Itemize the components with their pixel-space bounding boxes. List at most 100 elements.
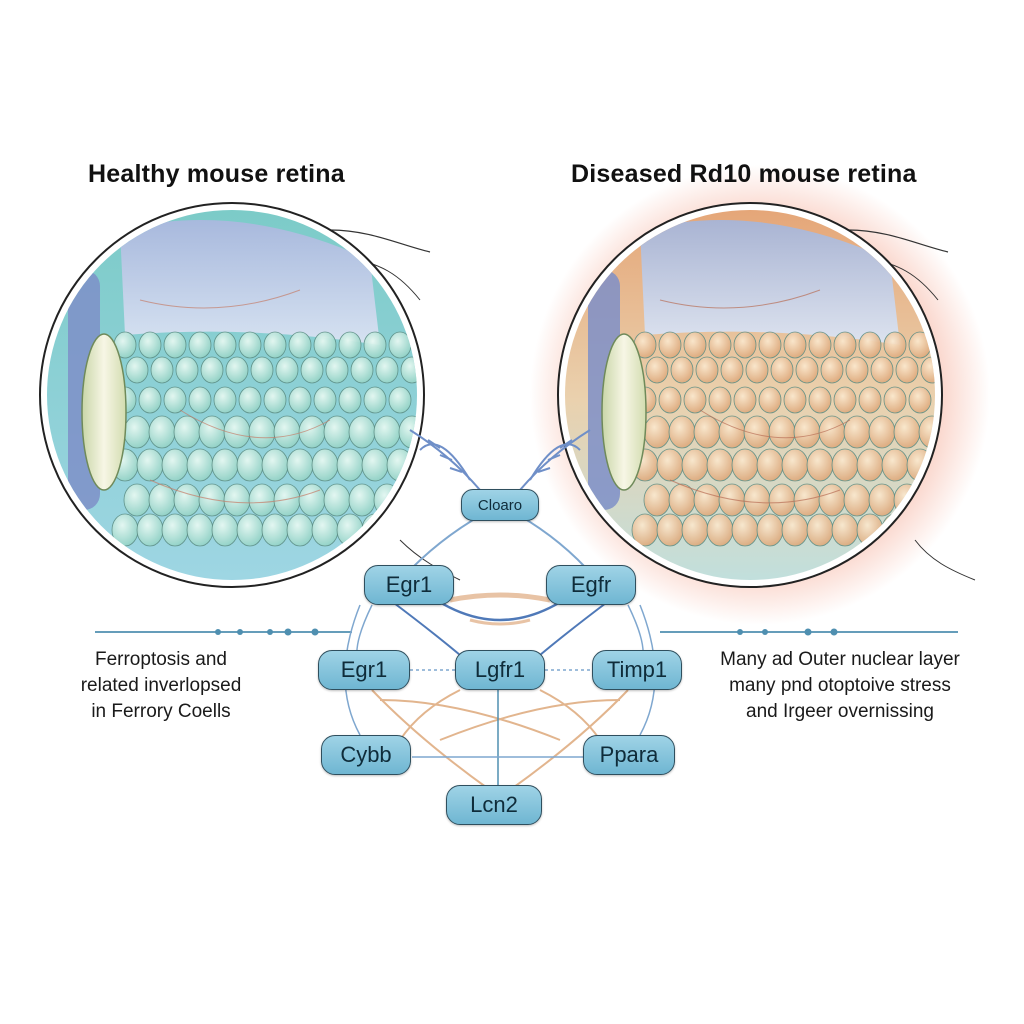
- retina-cell: [173, 483, 201, 517]
- retina-cell: [336, 448, 364, 482]
- retina-cell: [238, 331, 262, 359]
- left-caption-line-1: Ferroptosis and: [94, 649, 227, 670]
- retina-cell: [175, 356, 199, 384]
- retina-cell: [808, 331, 832, 359]
- retina-cell: [831, 513, 859, 547]
- retina-cell: [733, 386, 757, 414]
- retina-cell: [756, 513, 784, 547]
- retina-cell: [173, 415, 201, 449]
- retina-cell: [273, 415, 301, 449]
- retina-cell: [743, 483, 771, 517]
- retina-cell: [300, 356, 324, 384]
- healthy-retina: [39, 202, 461, 588]
- retina-cell: [758, 386, 782, 414]
- retina-cell: [363, 331, 387, 359]
- retina-cell: [708, 331, 732, 359]
- retina-cell: [845, 356, 869, 384]
- retina-cell: [286, 513, 314, 547]
- retina-cell: [200, 356, 224, 384]
- retina-cell: [398, 483, 417, 517]
- retina-cell: [806, 513, 834, 547]
- left-caption-line-2: related inverlopsed: [80, 675, 242, 696]
- retina-cell: [783, 331, 807, 359]
- retina-cell: [731, 513, 759, 547]
- retina-cell: [781, 513, 809, 547]
- retina-cell: [770, 356, 794, 384]
- retina-cell: [138, 331, 162, 359]
- retina-cell: [236, 448, 264, 482]
- retina-cell: [795, 356, 819, 384]
- retina-cell: [188, 331, 212, 359]
- retina-cell: [683, 386, 707, 414]
- retina-cell: [756, 448, 784, 482]
- retina-cell: [338, 386, 362, 414]
- retina-cell: [733, 331, 757, 359]
- retina-cell: [311, 513, 339, 547]
- retina-cell: [718, 415, 746, 449]
- retina-cell: [238, 386, 262, 414]
- retina-cell: [683, 331, 707, 359]
- retina-cell: [348, 483, 376, 517]
- retina-cell: [223, 483, 251, 517]
- retina-cell: [286, 448, 314, 482]
- dna-ribbon-right: [519, 429, 591, 491]
- retina-cell: [348, 415, 376, 449]
- retina-cell: [323, 483, 351, 517]
- retina-cell: [868, 415, 896, 449]
- retina-cell: [198, 415, 226, 449]
- gene-node-top: Cloaro: [461, 489, 539, 521]
- retina-cell: [695, 356, 719, 384]
- retina-cell: [745, 356, 769, 384]
- retina-cell: [908, 386, 932, 414]
- gene-node-egr1-lower: Egr1: [318, 650, 410, 690]
- right-caption-line-3: and Irgeer overnissing: [746, 701, 934, 722]
- retina-cell: [248, 483, 276, 517]
- retina-cell: [375, 356, 399, 384]
- retina-cell: [868, 483, 896, 517]
- retina-cell: [658, 386, 682, 414]
- dna-ribbon-left: [409, 429, 481, 491]
- retina-cell: [236, 513, 264, 547]
- gene-node-lgfr1: Lgfr1: [455, 650, 545, 690]
- retina-cell: [186, 448, 214, 482]
- retina-cell: [211, 448, 239, 482]
- diseased-retina-title: Diseased Rd10 mouse retina: [571, 160, 917, 188]
- retina-cell: [833, 331, 857, 359]
- retina-cell: [261, 448, 289, 482]
- gene-node-timp1: Timp1: [592, 650, 682, 690]
- diseased-retina: [530, 165, 990, 625]
- retina-cell: [198, 483, 226, 517]
- right-connector-line: [660, 628, 958, 636]
- retina-cell: [123, 483, 151, 517]
- retina-cell: [883, 331, 907, 359]
- retina-cell: [833, 386, 857, 414]
- retina-cell: [820, 356, 844, 384]
- gene-node-ppara: Ppara: [583, 735, 675, 775]
- retina-cell: [363, 386, 387, 414]
- retina-cell: [656, 513, 684, 547]
- retina-cell: [263, 331, 287, 359]
- retina-cell: [136, 448, 164, 482]
- right-caption-line-1: Many ad Outer nuclear layer: [720, 649, 960, 670]
- retina-cell: [643, 415, 671, 449]
- retina-cell: [288, 386, 312, 414]
- retina-cell: [858, 386, 882, 414]
- retina-cell: [211, 513, 239, 547]
- retina-cell: [883, 386, 907, 414]
- retina-cell: [731, 448, 759, 482]
- retina-cell: [388, 386, 412, 414]
- retina-cell: [248, 415, 276, 449]
- retina-cell: [706, 513, 734, 547]
- retina-cell: [758, 331, 782, 359]
- retina-cell: [386, 513, 414, 547]
- diseased-cell-layer: [631, 331, 935, 547]
- retina-cell: [213, 331, 237, 359]
- retina-cell: [645, 356, 669, 384]
- retina-cell: [275, 356, 299, 384]
- retina-cell: [325, 356, 349, 384]
- gene-node-egr1-upper: Egr1: [364, 565, 454, 605]
- retina-cell: [400, 356, 417, 384]
- retina-cell: [870, 356, 894, 384]
- retina-cell: [163, 331, 187, 359]
- left-connector-line: [95, 628, 352, 636]
